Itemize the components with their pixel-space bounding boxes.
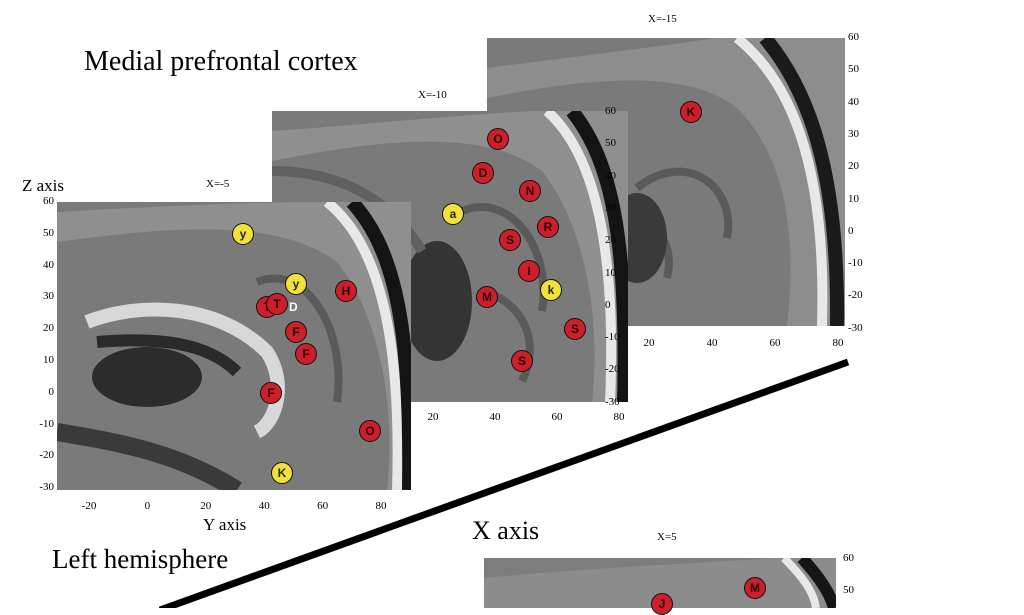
title-mpfc: Medial prefrontal cortex — [84, 46, 358, 77]
p3_y-tick: 60 — [769, 337, 781, 349]
p2_y-tick: 60 — [551, 411, 563, 423]
p4_z-tick: 60 — [843, 552, 854, 564]
p1_z-tick: -20 — [39, 449, 54, 462]
activation-marker-p2: N — [519, 180, 541, 202]
activation-marker-p2: O — [487, 128, 509, 150]
p1_y-tick: 0 — [144, 500, 151, 512]
y-axis-label: Y axis — [203, 515, 247, 534]
mri-slice-x-neg5 — [57, 202, 411, 490]
activation-marker-p1: O — [359, 420, 381, 442]
activation-marker-p1: H — [335, 280, 357, 302]
p3_z-tick: -20 — [848, 289, 863, 302]
p1_z-tick: 20 — [43, 322, 54, 335]
brain-image-x-neg5 — [57, 202, 411, 490]
x-axis-label: X axis — [472, 516, 540, 545]
p3_z-tick: 10 — [848, 192, 859, 205]
p1_y-tick: 40 — [258, 500, 270, 512]
p1_z-tick: 30 — [43, 290, 54, 303]
activation-marker-p2: S — [499, 229, 521, 251]
activation-marker-p1: y — [285, 273, 307, 295]
p3_z-tick: 20 — [848, 160, 859, 173]
title-left-hemisphere: Left hemisphere — [52, 544, 229, 574]
p2_z-tick: 30 — [605, 201, 616, 214]
p2_z-tick: -10 — [605, 331, 620, 344]
marker-tag-d: D — [289, 300, 298, 314]
p2_z-tick: 60 — [605, 105, 616, 117]
activation-marker-p1: K — [271, 462, 293, 484]
slice-label-x-neg15: X=-15 — [648, 13, 677, 25]
activation-marker-p4: J — [651, 593, 673, 615]
activation-marker-p2: D — [472, 162, 494, 184]
p1_z-tick: 50 — [43, 226, 54, 239]
p2_y-tick: 20 — [427, 411, 439, 423]
p1_z-tick: 0 — [48, 385, 55, 398]
p1_z-tick: -10 — [39, 417, 54, 430]
z-axis-label: Z axis — [22, 176, 65, 195]
p2_z-tick: 40 — [605, 169, 616, 182]
p4_z-tick: 50 — [843, 584, 854, 596]
p2_z-tick: -20 — [605, 363, 620, 376]
p3_y-tick: 40 — [706, 337, 718, 349]
p1_y-tick: 20 — [200, 500, 212, 512]
p3_y-tick: 80 — [832, 337, 844, 349]
p1_y-tick: -20 — [81, 500, 97, 512]
p3_z-tick: -30 — [848, 321, 863, 334]
activation-marker-p1: y — [232, 223, 254, 245]
activation-marker-p1: F — [285, 321, 307, 343]
p3_z-tick: 40 — [848, 95, 859, 108]
activation-marker-p1: F — [295, 343, 317, 365]
p2_z-tick: -30 — [605, 395, 620, 408]
activation-marker-p2: R — [537, 216, 559, 238]
p3_z-tick: 0 — [848, 224, 854, 237]
p3_y-tick: 20 — [643, 337, 655, 349]
p1_y-tick: 80 — [375, 500, 387, 512]
p2_z-tick: 20 — [605, 234, 616, 247]
activation-marker-p1: T — [266, 293, 288, 315]
p1_y-tick: 60 — [317, 500, 329, 512]
p2_z-tick: 10 — [605, 266, 616, 279]
p3_z-tick: 50 — [848, 63, 859, 76]
p3_z-tick: 60 — [848, 31, 859, 43]
p2_z-tick: 50 — [605, 137, 616, 150]
activation-marker-p2: I — [518, 260, 540, 282]
p1_z-tick: 40 — [43, 258, 54, 271]
slice-label-x-neg5: X=-5 — [206, 178, 230, 190]
p1_z-tick: 10 — [43, 354, 54, 366]
activation-marker-p2: S — [564, 318, 586, 340]
p1_z-tick: -30 — [39, 481, 54, 494]
activation-marker-p2: M — [476, 286, 498, 308]
slice-label-x-neg10: X=-10 — [418, 89, 447, 101]
p3_z-tick: 30 — [848, 127, 859, 140]
p1_z-tick: 60 — [43, 195, 54, 207]
activation-marker-p2: k — [540, 279, 562, 301]
activation-marker-p2: a — [442, 203, 464, 225]
activation-marker-p4: M — [744, 577, 766, 599]
activation-marker-p3: K — [680, 101, 702, 123]
activation-marker-p1: F — [260, 382, 282, 404]
p2_y-tick: 40 — [489, 411, 501, 423]
activation-marker-p2: S — [511, 350, 533, 372]
slice-label-x-5: X=5 — [657, 531, 677, 543]
p3_z-tick: -10 — [848, 257, 863, 270]
p2_z-tick: 0 — [605, 298, 611, 311]
p2_y-tick: 80 — [613, 411, 625, 423]
